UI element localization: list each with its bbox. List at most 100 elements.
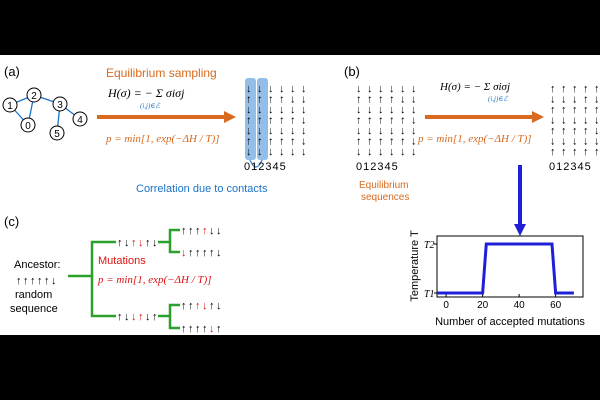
spin-up-arrow: ↑ [202,323,208,335]
chart-x-tick-label: 20 [477,300,489,311]
graph-node [52,96,68,112]
spin-up-arrow: ↑ [378,94,384,106]
panel-a-label: (a) [4,64,20,79]
spin-up-arrow: ↑ [44,275,50,287]
spin-up-arrow: ↑ [389,136,395,148]
spin-up-arrow: ↑ [195,323,201,335]
spin-down-arrow: ↓ [268,125,274,137]
graph-node [72,111,88,127]
spin-down-arrow: ↓ [356,146,362,158]
spin-down-arrow: ↓ [367,146,373,158]
spin-down-arrow: ↓ [301,125,307,137]
graph-node-label: 5 [54,129,60,140]
random-label-line1: random [15,289,52,301]
chart-x-tick-label: 60 [550,300,562,311]
spin-down-arrow: ↓ [400,125,406,137]
sampling-arrow-a [97,111,236,123]
spin-down-arrow: ↓ [51,275,57,287]
spin-up-arrow: ↑ [290,115,296,127]
metropolis-rule-a: p = min[1, exp(−ΔH / T)] [105,133,220,145]
spin-down-arrow: ↓ [246,125,252,137]
spin-up-arrow: ↑ [131,237,137,249]
spin-down-arrow: ↓ [301,104,307,116]
spin-up-arrow: ↑ [202,225,208,237]
temperature-series-line [437,242,574,295]
spin-down-arrow: ↓ [152,237,158,249]
spin-down-arrow: ↓ [583,136,589,148]
spin-up-arrow: ↑ [594,104,600,116]
spin-down-arrow: ↓ [290,94,296,106]
spin-up-arrow: ↑ [23,275,29,287]
phylogeny-tree [68,228,180,330]
spin-up-arrow: ↑ [246,136,252,148]
spin-up-arrow: ↑ [188,323,194,335]
spin-down-arrow: ↓ [124,237,130,249]
spin-up-arrow: ↑ [279,136,285,148]
spin-up-arrow: ↑ [257,115,263,127]
chart-x-tick-label: 40 [514,300,526,311]
spin-up-arrow: ↑ [145,237,151,249]
spin-down-arrow: ↓ [301,136,307,148]
spin-down-arrow: ↓ [246,146,252,158]
spin-down-arrow: ↓ [561,94,567,106]
tree-branch [90,276,116,318]
spin-down-arrow: ↓ [389,83,395,95]
sequences-label-line2: sequences [361,192,409,203]
spin-up-arrow: ↑ [209,247,215,259]
spin-up-arrow: ↑ [30,275,36,287]
spin-down-arrow: ↓ [202,300,208,312]
spin-down-arrow: ↓ [594,94,600,106]
spin-down-arrow: ↓ [411,136,417,148]
chart-y-tick-label: T2 [424,240,435,251]
spin-down-arrow: ↓ [301,115,307,127]
spin-down-arrow: ↓ [572,115,578,127]
chart-x-tick-label: 0 [443,300,449,311]
column-indices-b-right: 012345 [549,161,592,173]
spin-up-arrow: ↑ [572,83,578,95]
spin-down-arrow: ↓ [356,83,362,95]
spin-down-arrow: ↓ [279,104,285,116]
spin-up-arrow: ↑ [594,146,600,158]
spin-down-arrow: ↓ [131,311,137,323]
spin-up-arrow: ↑ [181,323,187,335]
leaf-sequence: ↓↑↑↑↑↓ [181,247,222,259]
equilibrium-sampling-title: Equilibrium sampling [106,66,217,80]
spin-down-arrow: ↓ [356,125,362,137]
hamiltonian-a: H(σ) = − Σ σiσj [107,86,185,100]
spin-down-arrow: ↓ [216,247,222,259]
spin-down-arrow: ↓ [378,83,384,95]
panel-c-label: (c) [4,214,19,229]
spin-up-arrow: ↑ [279,115,285,127]
spin-up-arrow: ↑ [188,225,194,237]
spin-down-arrow: ↓ [257,146,263,158]
spin-up-arrow: ↑ [188,247,194,259]
spin-down-arrow: ↓ [594,115,600,127]
spin-up-arrow: ↑ [202,247,208,259]
spin-down-arrow: ↓ [561,115,567,127]
graph-node-label: 3 [57,100,63,111]
metropolis-rule-c: p = min[1, exp(−ΔH / T)] [97,274,212,286]
column-indices-a: 012345 [244,161,287,173]
spin-down-arrow: ↓ [400,146,406,158]
spin-up-arrow: ↑ [561,104,567,116]
spin-up-arrow: ↑ [400,136,406,148]
spin-up-arrow: ↑ [268,136,274,148]
spin-up-arrow: ↑ [209,300,215,312]
spin-down-arrow: ↓ [209,225,215,237]
spin-down-arrow: ↓ [411,115,417,127]
sequence-grid-b-left: ↓↓↓↓↓↓↑↑↑↑↓↓↓↓↓↓↓↓↑↑↑↑↑↓↓↓↓↓↓↓↑↑↑↑↑↓↓↓↓↓… [356,83,417,158]
graph-node-label: 2 [31,91,37,102]
spin-down-arrow: ↓ [411,125,417,137]
spin-up-arrow: ↑ [195,225,201,237]
spin-up-arrow: ↑ [594,83,600,95]
spin-up-arrow: ↑ [268,94,274,106]
spin-up-arrow: ↑ [389,94,395,106]
spin-down-arrow: ↓ [209,323,215,335]
spin-down-arrow: ↓ [411,94,417,106]
tree-branch [168,242,180,254]
spin-up-arrow: ↑ [572,125,578,137]
graph-node [49,125,65,141]
spin-up-arrow: ↑ [356,136,362,148]
spin-up-arrow: ↑ [572,104,578,116]
spin-down-arrow: ↓ [378,146,384,158]
